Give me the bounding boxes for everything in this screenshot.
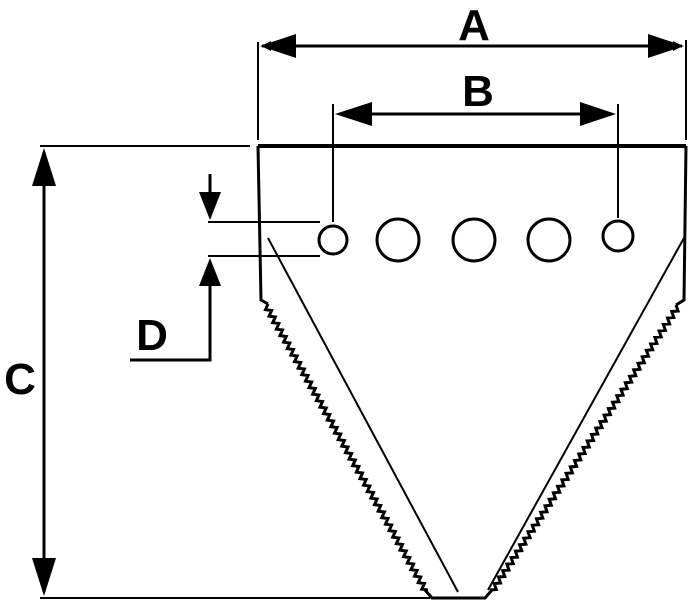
blade-body — [256, 144, 688, 600]
dimension-c-label: C — [4, 355, 36, 404]
dimension-a-label: A — [458, 1, 490, 50]
dimension-a-arrow-right — [648, 34, 684, 58]
hole-large-1 — [375, 217, 421, 263]
hole-large-3 — [526, 217, 572, 263]
dimension-d-label: D — [136, 311, 168, 360]
dimension-b: B — [332, 67, 619, 222]
dimension-d-leader-bottom — [130, 274, 212, 362]
blade-tip — [423, 589, 494, 600]
hole-large-2 — [451, 217, 497, 263]
dimension-c-arrow-top — [32, 148, 56, 186]
rivet-holes — [317, 217, 635, 263]
dimension-d-arrow-bottom — [199, 258, 221, 286]
dimension-c: C — [4, 145, 430, 599]
dimension-b-arrow-right — [580, 102, 616, 126]
blade-left-shoulder — [256, 145, 269, 306]
left-serrated-edge — [263, 303, 429, 592]
dimension-a: A — [257, 1, 687, 140]
dimension-a-arrow-left — [260, 34, 296, 58]
dimension-c-arrow-bottom — [32, 558, 56, 596]
dimension-b-label: B — [462, 67, 494, 116]
right-bevel-line — [487, 237, 685, 591]
dimension-d: D — [130, 174, 320, 362]
dimension-b-arrow-left — [335, 102, 372, 126]
hole-small-left — [317, 224, 349, 256]
blade-right-shoulder — [675, 145, 688, 307]
hole-small-right — [601, 219, 635, 253]
dimension-d-arrow-top — [199, 192, 221, 220]
right-serrated-edge — [489, 304, 681, 592]
left-bevel-line — [267, 237, 459, 593]
